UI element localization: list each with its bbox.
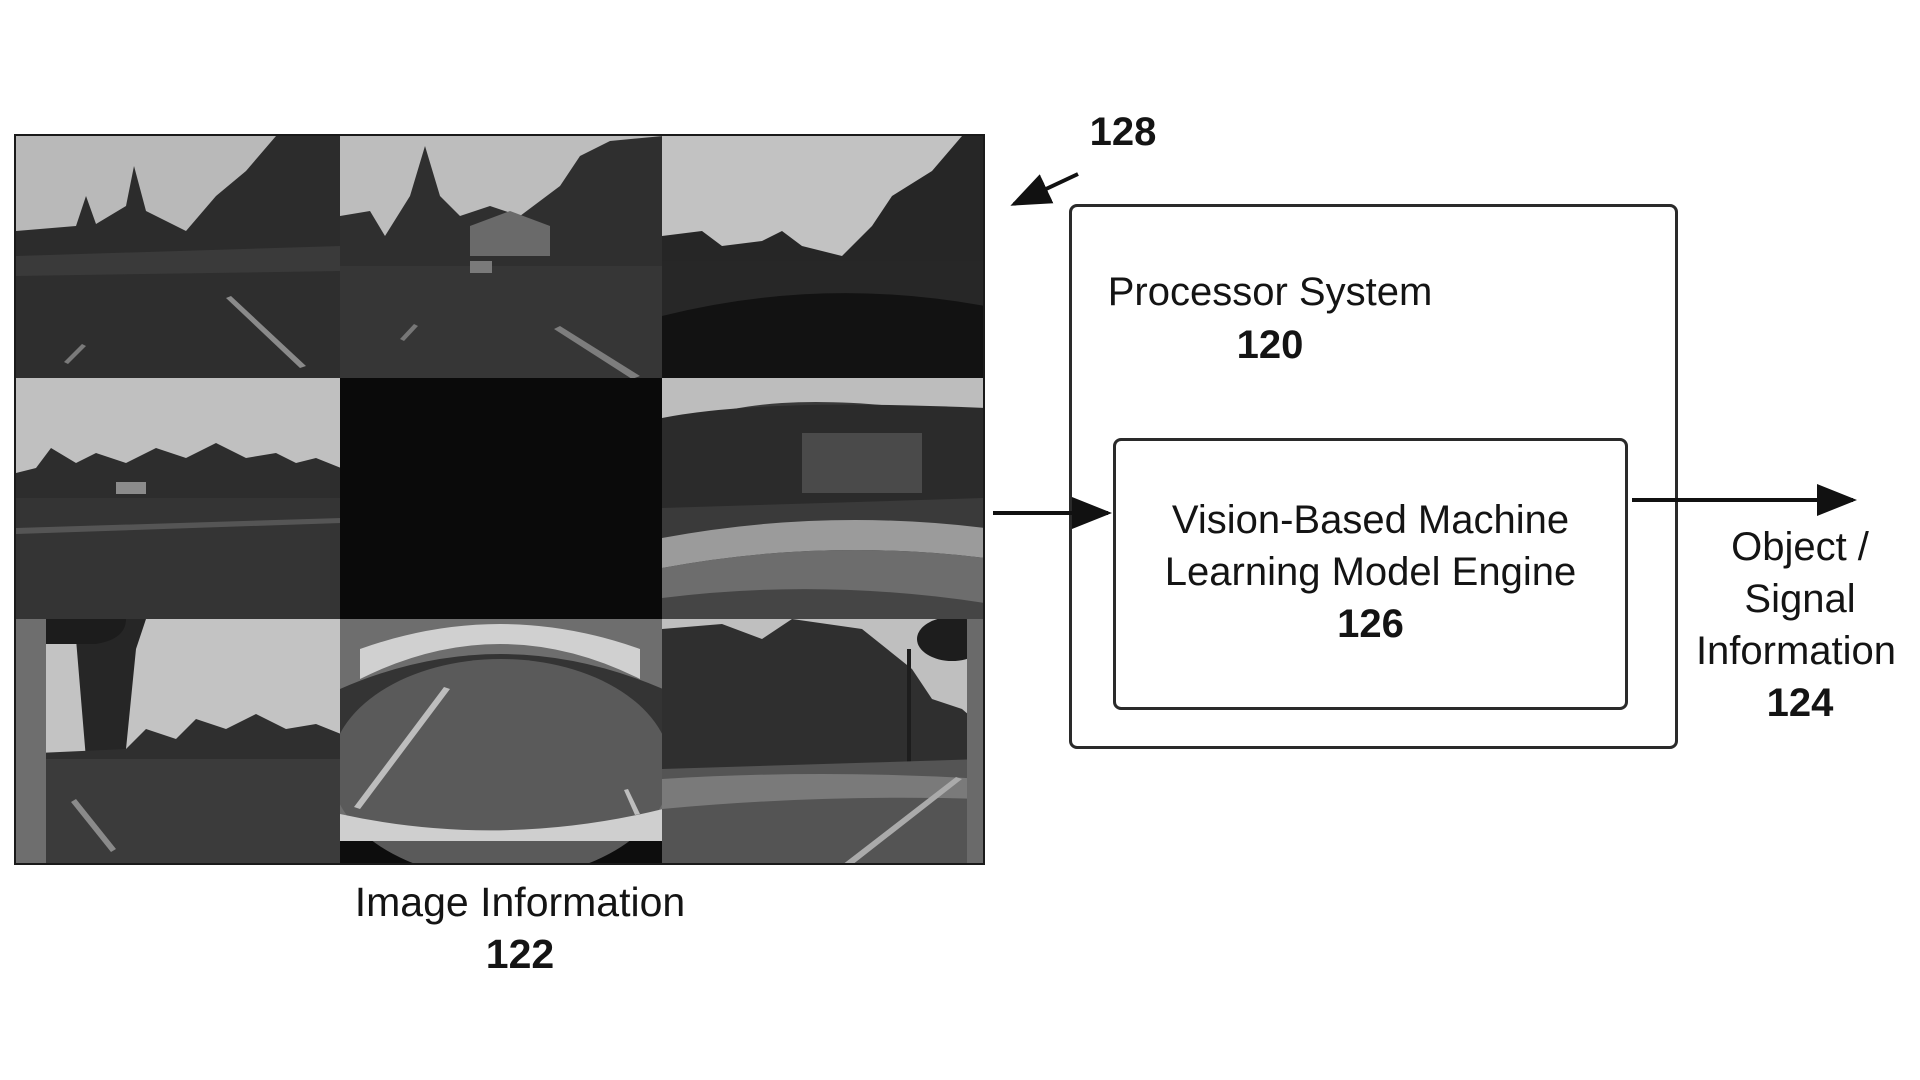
processor-system-label: Processor System (1107, 270, 1433, 314)
ml-engine-box (1113, 438, 1628, 710)
camera-tile-right-pillar (662, 378, 983, 620)
output-label-line1: Object / (1731, 525, 1869, 569)
ml-engine-ref: 126 (1337, 602, 1404, 646)
output-ref: 124 (1766, 681, 1834, 725)
output-label-line3: Information (1695, 629, 1897, 673)
camera-image-grid (14, 134, 985, 865)
system-ref-number: 128 (1089, 110, 1157, 154)
camera-tile-front-main (340, 136, 663, 379)
system-pointer-arrow (1010, 172, 1079, 206)
camera-tile-front-wide (662, 136, 983, 379)
camera-tile-left-pillar (16, 378, 341, 620)
image-information-label: Image Information (354, 879, 686, 925)
ml-engine-label-line1: Vision-Based Machine (1171, 498, 1570, 542)
image-information-ref: 122 (485, 931, 555, 977)
output-label-line2: Signal (1744, 577, 1856, 621)
camera-tile-left-repeater (16, 619, 341, 863)
camera-tile-front-narrow (16, 136, 341, 379)
ml-engine-label-line2: Learning Model Engine (1164, 550, 1577, 594)
camera-tile-rear (340, 619, 663, 863)
processor-system-ref: 120 (1236, 323, 1304, 367)
processor-system-box (1069, 204, 1678, 749)
camera-tile-unused (340, 378, 663, 620)
camera-tile-right-repeater (662, 619, 983, 863)
